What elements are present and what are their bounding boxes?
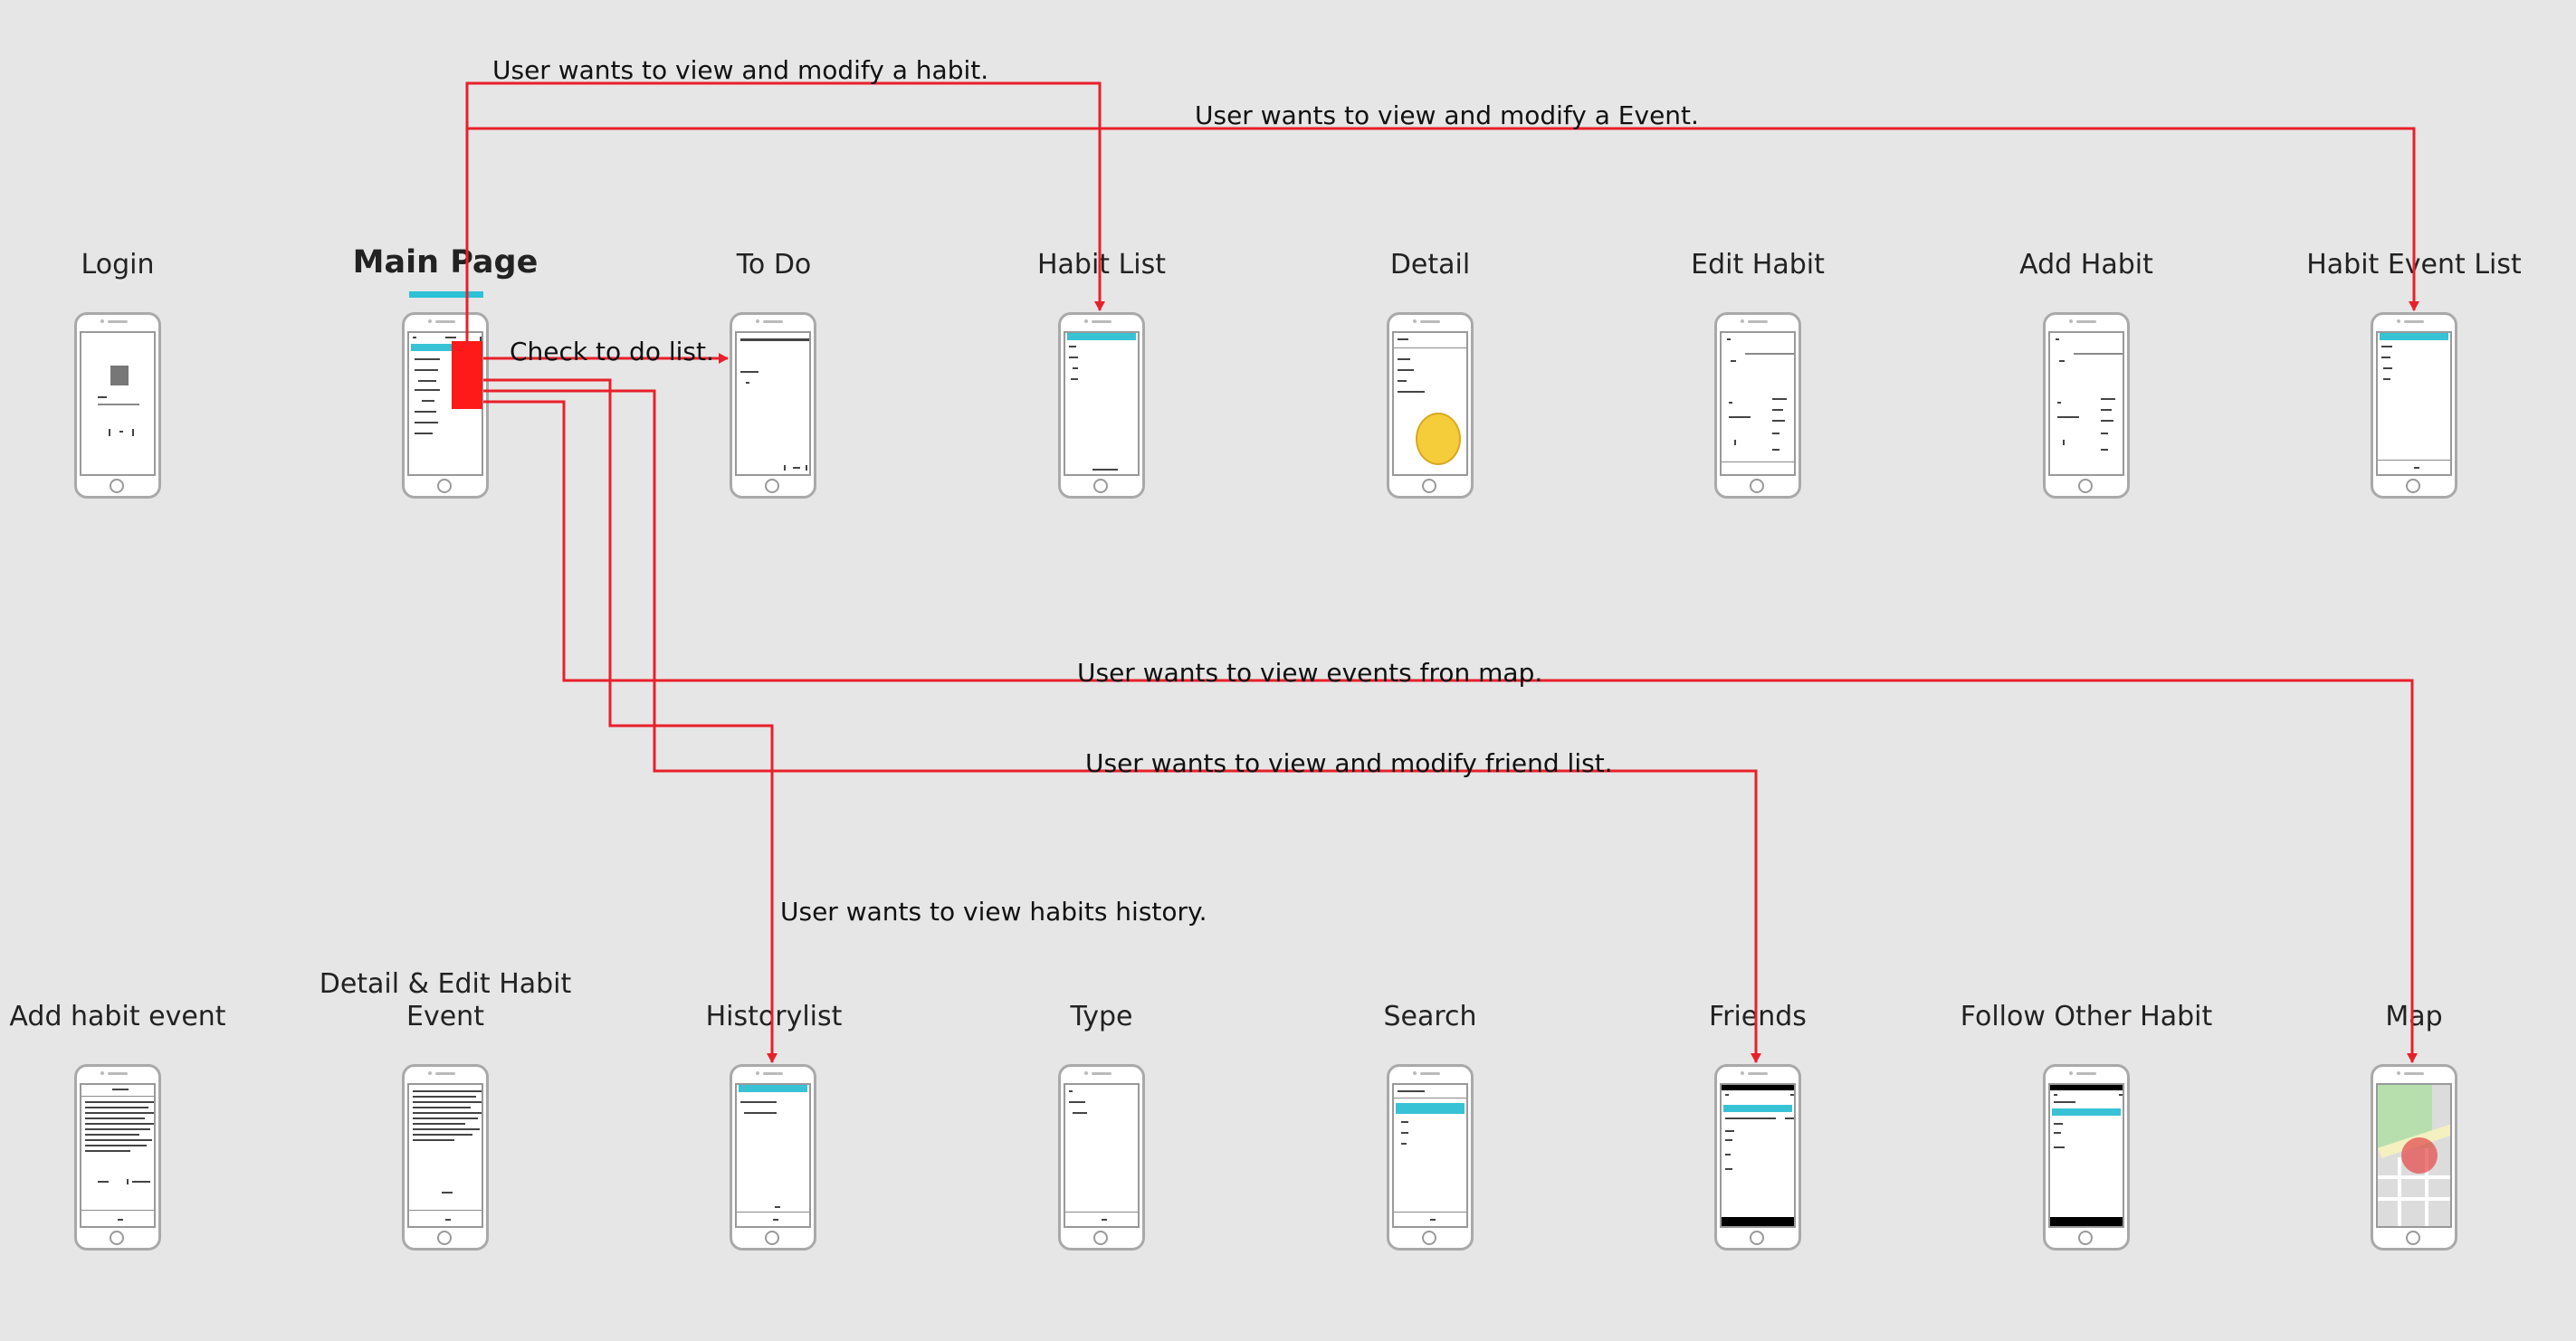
phone-edit-habit[interactable] <box>1714 312 1801 499</box>
to-do-screen <box>735 331 811 476</box>
phone-add-habit[interactable] <box>2043 312 2130 499</box>
search-screen <box>1392 1083 1468 1228</box>
annotation-habit: User wants to view and modify a habit. <box>492 55 989 85</box>
annotation-history: User wants to view habits history. <box>780 897 1207 927</box>
screen-title-detail: Detail <box>1389 249 1471 281</box>
screen-title-search: Search <box>1383 1001 1477 1032</box>
edit-habit-screen <box>1720 331 1796 476</box>
arrow-map <box>483 400 2418 1063</box>
type-screen <box>1064 1083 1140 1228</box>
detail-edit-habit-event-screen <box>407 1083 483 1228</box>
friends-screen <box>1720 1083 1796 1228</box>
main-page-menu-highlight[interactable] <box>452 341 482 409</box>
screen-title-historylist: Historylist <box>705 1001 843 1032</box>
login-screen <box>80 331 156 476</box>
arrow-habit-list <box>465 81 1105 346</box>
screen-title-edit-habit: Edit Habit <box>1691 249 1825 281</box>
screen-title-to-do: To Do <box>736 249 812 281</box>
habit-event-list-screen <box>2376 331 2452 476</box>
phone-historylist[interactable] <box>730 1064 816 1251</box>
phone-map[interactable] <box>2371 1064 2457 1251</box>
map-screen <box>2376 1083 2452 1228</box>
screen-title-follow-other-habit: Follow Other Habit <box>1960 1001 2213 1032</box>
arrow-habit-event-list <box>467 127 2419 311</box>
add-habit-event-screen <box>80 1083 156 1228</box>
phone-friends[interactable] <box>1714 1064 1801 1251</box>
screen-title-detail-edit-habit-event: Detail & Edit Habit Event <box>319 968 572 1032</box>
pie-chart-icon <box>1416 413 1461 465</box>
follow-other-habit-screen <box>2048 1083 2124 1228</box>
screen-title-add-habit-event: Add habit event <box>9 1001 226 1032</box>
screen-title-map: Map <box>2385 1001 2443 1032</box>
map-location-icon <box>2401 1137 2438 1174</box>
detail-screen <box>1392 331 1468 476</box>
historylist-screen <box>735 1083 811 1228</box>
phone-habit-event-list[interactable] <box>2371 312 2457 499</box>
phone-to-do[interactable] <box>730 312 816 499</box>
phone-detail[interactable] <box>1387 312 1474 499</box>
phone-habit-list[interactable] <box>1058 312 1145 499</box>
screen-title-habit-list: Habit List <box>1036 249 1167 281</box>
screen-title-add-habit: Add Habit <box>2019 249 2153 281</box>
screen-title-login: Login <box>81 249 155 281</box>
phone-search[interactable] <box>1387 1064 1474 1251</box>
phone-login[interactable] <box>74 312 161 499</box>
phone-type[interactable] <box>1058 1064 1145 1251</box>
screen-title-main-page: Main Page <box>352 244 539 281</box>
phone-detail-edit-habit-event[interactable] <box>402 1064 489 1251</box>
avatar-icon <box>110 366 129 385</box>
annotation-todo: Check to do list. <box>510 337 714 366</box>
phone-follow-other-habit[interactable] <box>2043 1064 2130 1251</box>
phone-add-habit-event[interactable] <box>74 1064 161 1251</box>
annotation-event: User wants to view and modify a Event. <box>1195 100 1699 130</box>
habit-list-screen <box>1064 331 1140 476</box>
main-page-underline <box>409 291 483 298</box>
screen-title-friends: Friends <box>1709 1001 1807 1032</box>
annotation-friends: User wants to view and modify friend lis… <box>1085 748 1613 778</box>
add-habit-screen <box>2048 331 2124 476</box>
arrow-friends <box>483 389 1761 1063</box>
annotation-map: User wants to view events fron map. <box>1077 658 1543 688</box>
screen-title-type: Type <box>1070 1001 1133 1032</box>
arrow-historylist <box>483 378 778 1063</box>
